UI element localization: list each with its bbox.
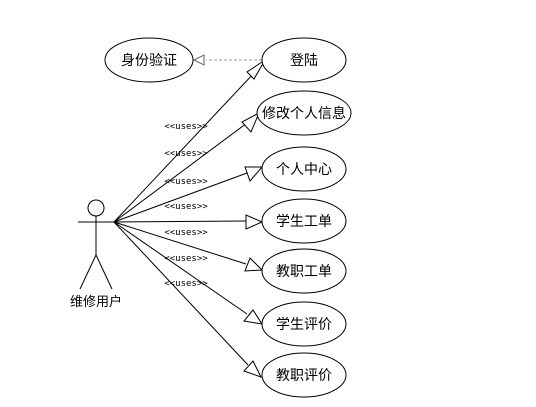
use-case-faculty-evaluation[interactable]: 教职评价: [261, 352, 347, 398]
use-case-auth[interactable]: 身份验证: [104, 37, 194, 83]
use-case-faculty-evaluation-label: 教职评价: [276, 368, 332, 384]
use-case-student-work-order-label: 学生工单: [276, 214, 332, 230]
use-case-login-label: 登陆: [290, 53, 318, 69]
use-case-modify-info[interactable]: 修改个人信息: [256, 90, 352, 136]
uses-labels: <<uses>> <<uses>> <<uses>> <<uses>> <<us…: [164, 122, 208, 289]
use-case-faculty-work-order-label: 教职工单: [276, 264, 332, 280]
include-arrowhead: [192, 54, 205, 66]
use-case-student-evaluation[interactable]: 学生评价: [261, 301, 347, 347]
use-case-modify-info-label: 修改个人信息: [262, 105, 346, 122]
uses-label-6: <<uses>>: [164, 254, 208, 264]
association-lines: [113, 59, 266, 378]
uses-label-7: <<uses>>: [164, 279, 208, 289]
uses-label-4: <<uses>>: [164, 202, 208, 212]
use-case-faculty-work-order[interactable]: 教职工单: [261, 248, 347, 294]
use-case-student-evaluation-label: 学生评价: [276, 317, 332, 333]
use-case-login[interactable]: 登陆: [261, 37, 347, 83]
uses-label-2: <<uses>>: [164, 149, 208, 159]
uses-label-3: <<uses>>: [164, 177, 208, 187]
actor-head-icon: [87, 199, 105, 217]
actor-label: 维修用户: [70, 294, 122, 310]
use-case-personal-center-label: 个人中心: [276, 162, 332, 178]
use-case-auth-label: 身份验证: [121, 53, 177, 69]
use-case-student-work-order[interactable]: 学生工单: [261, 198, 347, 244]
actor[interactable]: [78, 199, 114, 290]
use-case-personal-center[interactable]: 个人中心: [261, 146, 347, 192]
uses-label-5: <<uses>>: [164, 228, 208, 238]
uses-label-1: <<uses>>: [164, 122, 208, 132]
